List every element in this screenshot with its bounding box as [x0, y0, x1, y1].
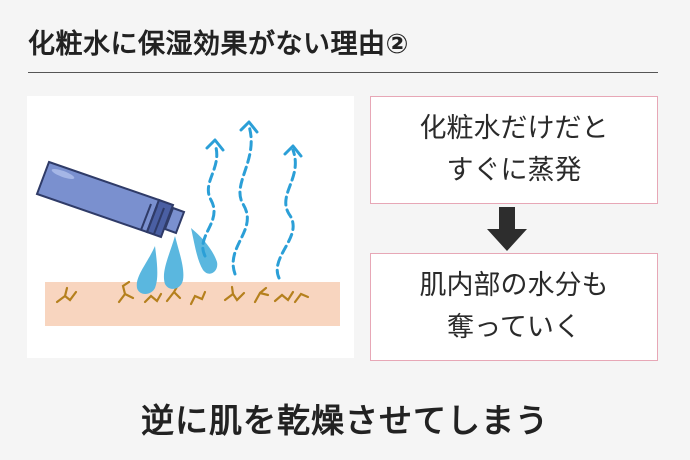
step-2-line-2: 奪っていく: [447, 312, 581, 343]
skin-crack-icon: [55, 280, 310, 306]
conclusion-text: 逆に肌を乾燥させてしまう: [141, 401, 549, 440]
illustration-svg: [35, 120, 340, 326]
page-title: 化粧水に保湿効果がない理由②: [28, 29, 409, 60]
step-1-line-2: すぐに蒸発: [446, 155, 582, 186]
title-divider: [28, 72, 658, 73]
bottle-icon: [35, 160, 186, 239]
step-1-line-1: 化粧水だけだと: [419, 113, 609, 144]
skin-illustration: [27, 96, 354, 358]
skin-layer: [45, 282, 340, 326]
step-box-moisture-loss: 肌内部の水分も 奪っていく: [370, 253, 658, 361]
step-2-line-1: 肌内部の水分も: [419, 270, 609, 301]
down-arrow-icon: [487, 207, 527, 251]
step-box-evaporation: 化粧水だけだと すぐに蒸発: [370, 96, 658, 204]
vapor-arrow-icon: [201, 124, 297, 280]
